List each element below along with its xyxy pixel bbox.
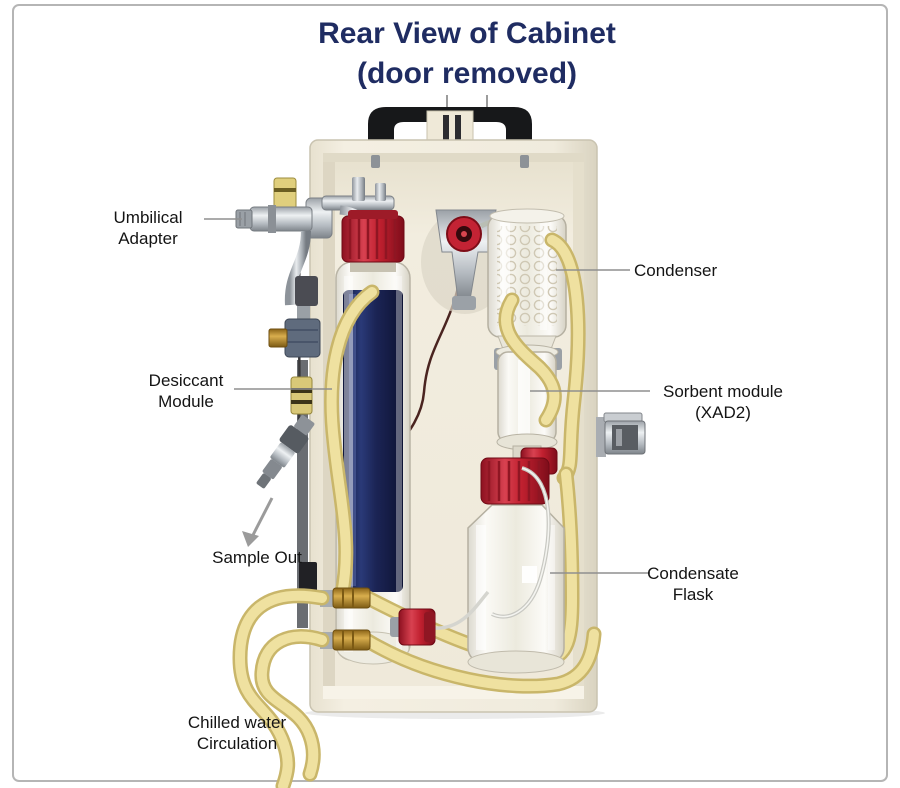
desiccant-tube	[324, 284, 380, 602]
label-umbilical-adapter: Umbilical Adapter	[113, 208, 183, 248]
drain-valve-graphic	[390, 590, 490, 646]
desiccant-module-graphic	[335, 210, 411, 665]
condenser-tube	[544, 232, 586, 486]
label-desiccant-module: Desiccant Module	[148, 371, 224, 411]
label-condensate-flask: Condensate Flask	[647, 564, 739, 604]
sample-out-arrow	[242, 497, 274, 547]
chilled-water-tubes-exterior	[232, 588, 330, 788]
label-chilled-water: Chilled water Circulation	[187, 713, 287, 753]
condensate-flask-graphic	[467, 447, 565, 674]
page-title: Rear View of Cabinet (door removed)	[318, 17, 616, 90]
label-sorbent-module: Sorbent module (XAD2)	[662, 382, 784, 422]
latch-graphic	[596, 412, 646, 457]
label-sample-out: Sample Out	[212, 548, 302, 567]
valve-bracket-graphic	[421, 209, 514, 314]
label-condenser: Condenser	[634, 261, 718, 280]
sorbent-tube	[498, 292, 562, 428]
cabinet-handle	[368, 95, 532, 144]
